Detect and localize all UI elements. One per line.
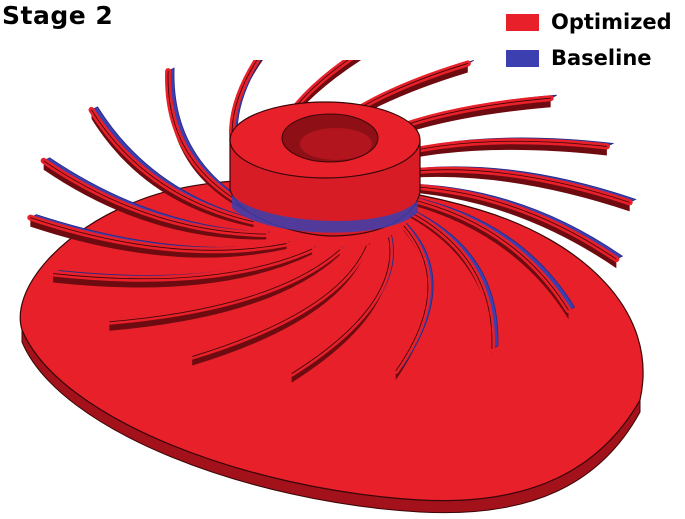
base-disk-top: [19, 179, 644, 502]
blade-outline: [395, 225, 429, 372]
blade-side: [293, 63, 468, 180]
blade-outline: [109, 249, 341, 323]
blade-outline: [406, 197, 569, 311]
blade-outline: [30, 217, 287, 251]
blade-side: [168, 71, 251, 214]
hub-bore-inner: [300, 128, 372, 160]
blade-outline: [393, 185, 617, 260]
blade-side: [109, 249, 340, 331]
blade-outline: [91, 109, 254, 223]
legend-swatch-baseline: [506, 49, 539, 67]
legend-label-baseline: Baseline: [551, 46, 652, 70]
blade-outline: [43, 160, 267, 235]
blade-outline: [192, 245, 367, 357]
hub-ring: [232, 195, 418, 233]
blade-side: [320, 98, 551, 176]
impeller-render: [19, 60, 644, 514]
hub: [229, 101, 421, 237]
blade-outline: [291, 237, 391, 374]
stage-title: Stage 2: [2, 1, 114, 30]
legend-item-optimized: Optimized: [506, 4, 684, 40]
blade-outline: [53, 248, 313, 280]
legend-item-baseline: Baseline: [506, 40, 684, 76]
blade-outline: [409, 211, 493, 349]
legend-label-optimized: Optimized: [551, 10, 672, 34]
blade-side: [43, 160, 267, 240]
impeller-base: [19, 179, 644, 514]
legend-swatch-optimized: [506, 13, 539, 31]
blade-side: [347, 141, 607, 177]
legend: Optimized Baseline: [506, 4, 684, 76]
blade-outline: [167, 71, 251, 209]
